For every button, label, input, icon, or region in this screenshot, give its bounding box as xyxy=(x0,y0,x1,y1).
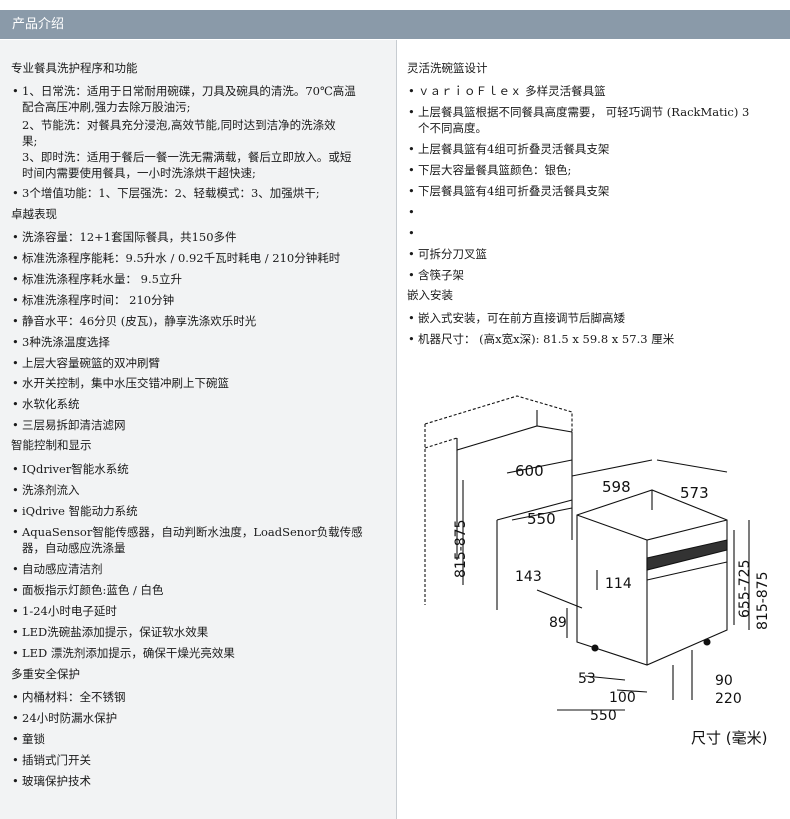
section-title-install: 嵌入安装 xyxy=(407,288,453,302)
program-text: 果; xyxy=(22,134,38,148)
list-item-continuation: 个不同高度。 xyxy=(418,121,487,135)
list-item-continuation: 器，自动感应洗涤量 xyxy=(22,541,126,555)
dim-depth: 573 xyxy=(680,484,709,502)
dim-front-height: 655-725 xyxy=(737,560,753,619)
dim-114: 114 xyxy=(605,576,632,592)
program-text: 配合高压冲刷,强力去除万股油污; xyxy=(22,100,191,114)
column-divider xyxy=(396,40,397,819)
section-header: 产品介绍 xyxy=(0,10,790,39)
dim-143: 143 xyxy=(515,569,542,585)
section-title-performance: 卓越表现 xyxy=(11,207,57,221)
right-column: 灵活洗碗篮设计 •ｖａｒｉｏＦｌｅｘ 多样灵活餐具篮 •上层餐具篮根据不同餐具高… xyxy=(397,40,790,819)
section-title: 产品介绍 xyxy=(12,17,65,32)
dim-550-bottom: 550 xyxy=(590,708,617,724)
program-text: 3、即时洗：适用于餐后一餐一洗无需满载，餐后立即放入。或短 xyxy=(22,150,352,164)
dim-220: 220 xyxy=(715,691,742,707)
dim-90: 90 xyxy=(715,673,733,689)
section-title-safety: 多重安全保护 xyxy=(11,667,80,681)
dim-cabinet-depth: 600 xyxy=(515,462,544,480)
unit-label: 尺寸 (毫米) xyxy=(691,729,767,747)
program-text: 时间内需要使用餐具，一小时洗涤烘干超快速; xyxy=(22,166,256,180)
dim-53: 53 xyxy=(578,671,596,687)
installation-diagram: 600 598 573 550 815-875 655-725 815-875 … xyxy=(424,395,771,747)
left-column: 专业餐具洗护程序和功能 •1、日常洗：适用于日常耐用碗碟，刀具及碗具的清洗。70… xyxy=(0,40,396,819)
dim-89: 89 xyxy=(549,615,567,631)
dim-100: 100 xyxy=(609,690,636,706)
program-text: 2、节能洗：对餐具充分浸泡,高效节能,同时达到洁净的洗涤效 xyxy=(22,118,336,132)
dim-recess-depth: 550 xyxy=(527,510,556,528)
section-title-baskets: 灵活洗碗篮设计 xyxy=(407,61,488,75)
section-title-programs: 专业餐具洗护程序和功能 xyxy=(11,61,138,75)
dim-width: 598 xyxy=(602,478,631,496)
dim-cabinet-height: 815-875 xyxy=(453,520,469,579)
section-title-controls: 智能控制和显示 xyxy=(11,438,92,452)
dim-total-height: 815-875 xyxy=(755,572,771,631)
